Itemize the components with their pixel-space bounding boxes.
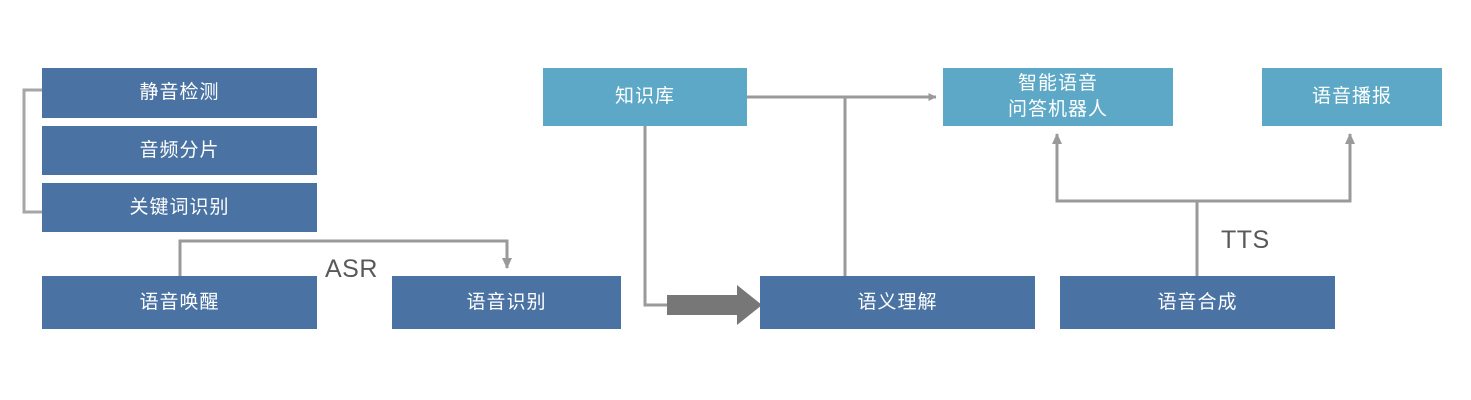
node-knowledge-base[interactable]: 知识库 [543, 68, 747, 126]
node-audio-segmentation[interactable]: 音频分片 [42, 126, 317, 175]
edge-kb-to-semantic [643, 126, 667, 307]
node-silence-detection[interactable]: 静音检测 [42, 68, 317, 118]
node-voice-broadcast[interactable]: 语音播报 [1262, 68, 1442, 126]
edge-label-tts: TTS [1221, 226, 1270, 254]
thick-arrow-to-semantic [667, 285, 762, 325]
node-qa-robot[interactable]: 智能语音 问答机器人 [943, 68, 1173, 126]
edge-label-asr: ASR [325, 255, 378, 283]
edge-kb-to-qa-robot [747, 93, 937, 276]
node-semantic-understanding[interactable]: 语义理解 [760, 276, 1035, 329]
edge-tts-branch [1052, 133, 1355, 276]
node-speech-recognition[interactable]: 语音识别 [392, 276, 621, 329]
front-end-grouping-bracket [22, 88, 42, 214]
node-speech-synthesis[interactable]: 语音合成 [1060, 276, 1335, 329]
node-voice-wakeup[interactable]: 语音唤醒 [42, 276, 317, 329]
node-keyword-spotting[interactable]: 关键词识别 [42, 183, 317, 232]
